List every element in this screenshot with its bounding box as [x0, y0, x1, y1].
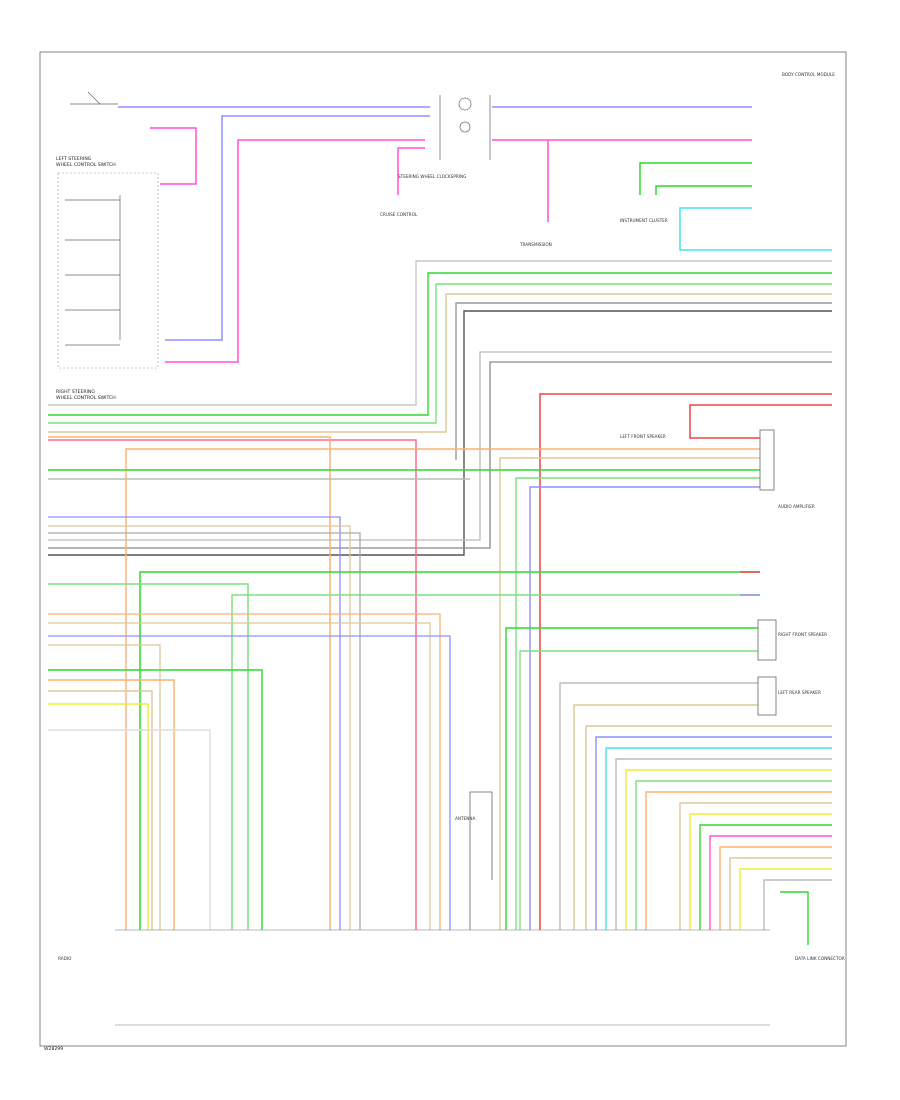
- left-bundle-4: [48, 669, 263, 930]
- labels: LEFT STEERING WHEEL CONTROL SWITCH RIGHT…: [56, 72, 845, 961]
- wire-pink-4: [397, 147, 425, 195]
- speakers: [757, 429, 777, 716]
- svg-text:LEFT FRONT SPEAKER: LEFT FRONT SPEAKER: [620, 434, 666, 439]
- antenna-wire: [469, 791, 493, 930]
- wire-pink-2: [165, 139, 425, 363]
- svg-text:AUDIO AMPLIFIER: AUDIO AMPLIFIER: [778, 504, 815, 509]
- left-switch-title: LEFT STEERING: [56, 156, 92, 162]
- svg-text:LEFT REAR SPEAKER: LEFT REAR SPEAKER: [778, 690, 821, 695]
- svg-text:STEERING WHEEL CLOCKSPRING: STEERING WHEEL CLOCKSPRING: [398, 174, 466, 179]
- left-switch-box: [57, 172, 159, 369]
- speaker-wires-left-front: [48, 448, 760, 930]
- red-wires: [48, 393, 832, 930]
- svg-text:CRUISE CONTROL: CRUISE CONTROL: [380, 212, 418, 217]
- svg-text:WHEEL CONTROL SWITCH: WHEEL CONTROL SWITCH: [56, 395, 116, 401]
- right-comb-wires: [585, 725, 832, 945]
- radio-connector: [115, 929, 770, 1026]
- right-front-speaker-wires: [505, 627, 760, 930]
- svg-text:BODY CONTROL MODULE: BODY CONTROL MODULE: [782, 72, 835, 77]
- clockspring: [439, 95, 491, 160]
- top-wires: [118, 106, 832, 363]
- switch-contacts: [65, 91, 121, 346]
- diagram-id: W28299: [44, 1046, 63, 1052]
- svg-text:ANTENNA: ANTENNA: [455, 816, 475, 821]
- long-green-wires: [48, 571, 760, 930]
- svg-text:RIGHT FRONT SPEAKER: RIGHT FRONT SPEAKER: [778, 632, 827, 637]
- mid-left-wires: [48, 516, 361, 930]
- svg-text:WHEEL CONTROL SWITCH: WHEEL CONTROL SWITCH: [56, 162, 116, 168]
- right-switch-title: RIGHT STEERING: [56, 389, 95, 395]
- svg-text:RADIO: RADIO: [58, 956, 72, 961]
- diagram-frame: [39, 51, 847, 1047]
- wire-green-a: [639, 162, 752, 195]
- right-bundle-2: [48, 351, 832, 549]
- wire-cyan: [679, 207, 832, 251]
- wire-green-b: [655, 185, 752, 195]
- svg-text:DATA LINK CONNECTOR: DATA LINK CONNECTOR: [795, 956, 845, 961]
- left-rear-speaker-wires: [559, 682, 760, 930]
- left-bundle-3: [48, 613, 451, 930]
- wire-pink-top: [150, 127, 197, 185]
- svg-text:TRANSMISSION: TRANSMISSION: [519, 242, 552, 247]
- svg-text:INSTRUMENT CLUSTER: INSTRUMENT CLUSTER: [620, 218, 668, 223]
- wire-blue-down: [165, 115, 430, 341]
- right-bundle-1: [48, 260, 832, 556]
